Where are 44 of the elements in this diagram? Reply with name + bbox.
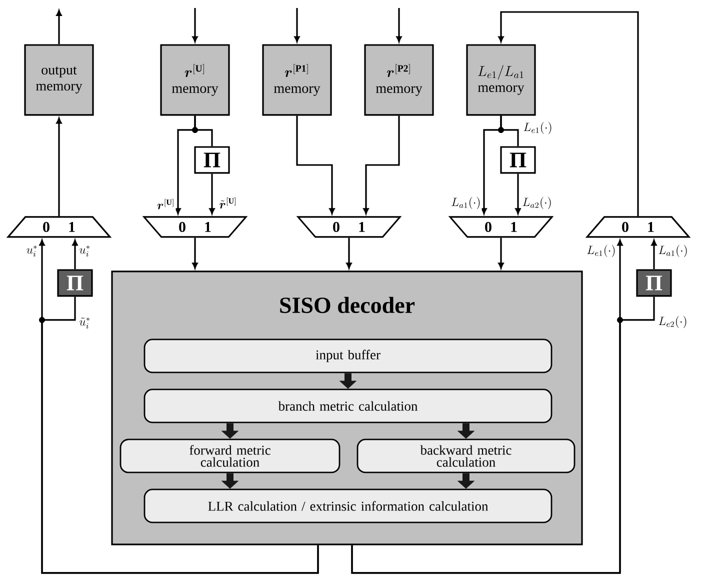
memory-box: $\boldsymbol{r}^{[\mathbf{P1}]}$ memory <box>262 44 332 116</box>
process-box: input buffer <box>144 338 552 374</box>
arrow <box>498 238 504 269</box>
edge-label: $\tilde{u}_i^*$ <box>78 316 92 330</box>
process-box: forward metric calculation <box>120 438 340 474</box>
edge-label: $u_i^*$ <box>78 244 92 258</box>
arrow <box>498 11 639 216</box>
connector-line <box>194 116 213 146</box>
interleaver-box: Π <box>194 146 230 174</box>
memory-box: output memory <box>24 44 94 116</box>
arrow <box>396 8 402 42</box>
arrow <box>363 116 400 214</box>
arrow <box>192 8 198 42</box>
interleaver-box: Π <box>57 269 93 297</box>
arrow <box>296 116 335 214</box>
edge-label: $u_i^*$ <box>25 244 39 258</box>
memory-box: $\boldsymbol{r}^{[\mathbf{U}]}$ memory <box>160 44 230 116</box>
process-box: backward metric calculation <box>356 438 576 474</box>
edge-label: $L_{e1}(\cdot)$ <box>522 121 554 135</box>
arrow <box>56 118 62 216</box>
arrow <box>56 10 62 44</box>
memory-box: $L_{e1}/L_{a1}$ memory <box>466 44 536 116</box>
connector-line <box>500 116 519 146</box>
process-box: LLR calculation / extrinsic information calculation <box>144 488 552 524</box>
connector-line <box>41 296 319 574</box>
edge-label: $\tilde{\boldsymbol{r}}^{[\mathbf{U}]}$ <box>218 196 238 210</box>
arrow <box>192 238 198 269</box>
arrow <box>346 238 352 269</box>
interleaver-box: Π <box>636 269 672 297</box>
edge-label: $\boldsymbol{r}^{[\mathbf{U}]}$ <box>156 198 176 210</box>
memory-box: $\boldsymbol{r}^{[\mathbf{P2}]}$ memory <box>364 44 434 116</box>
edge-label: $L_{a2}(\cdot)$ <box>521 196 553 210</box>
interleaver-box: Π <box>500 146 536 174</box>
process-box: branch metric calculation <box>144 388 552 424</box>
edge-label: $L_{e2}(\cdot)$ <box>657 314 688 329</box>
connector-line <box>351 296 655 574</box>
arrow <box>515 174 521 214</box>
arrow <box>651 240 657 270</box>
arrow <box>72 240 78 270</box>
edge-label: $L_{a1}(\cdot)$ <box>450 196 482 210</box>
arrow <box>209 174 215 214</box>
edge-label: $L_{e1}(\cdot)$ <box>586 244 617 258</box>
edge-label: $L_{a1}(\cdot)$ <box>657 244 689 258</box>
arrow <box>294 8 300 42</box>
